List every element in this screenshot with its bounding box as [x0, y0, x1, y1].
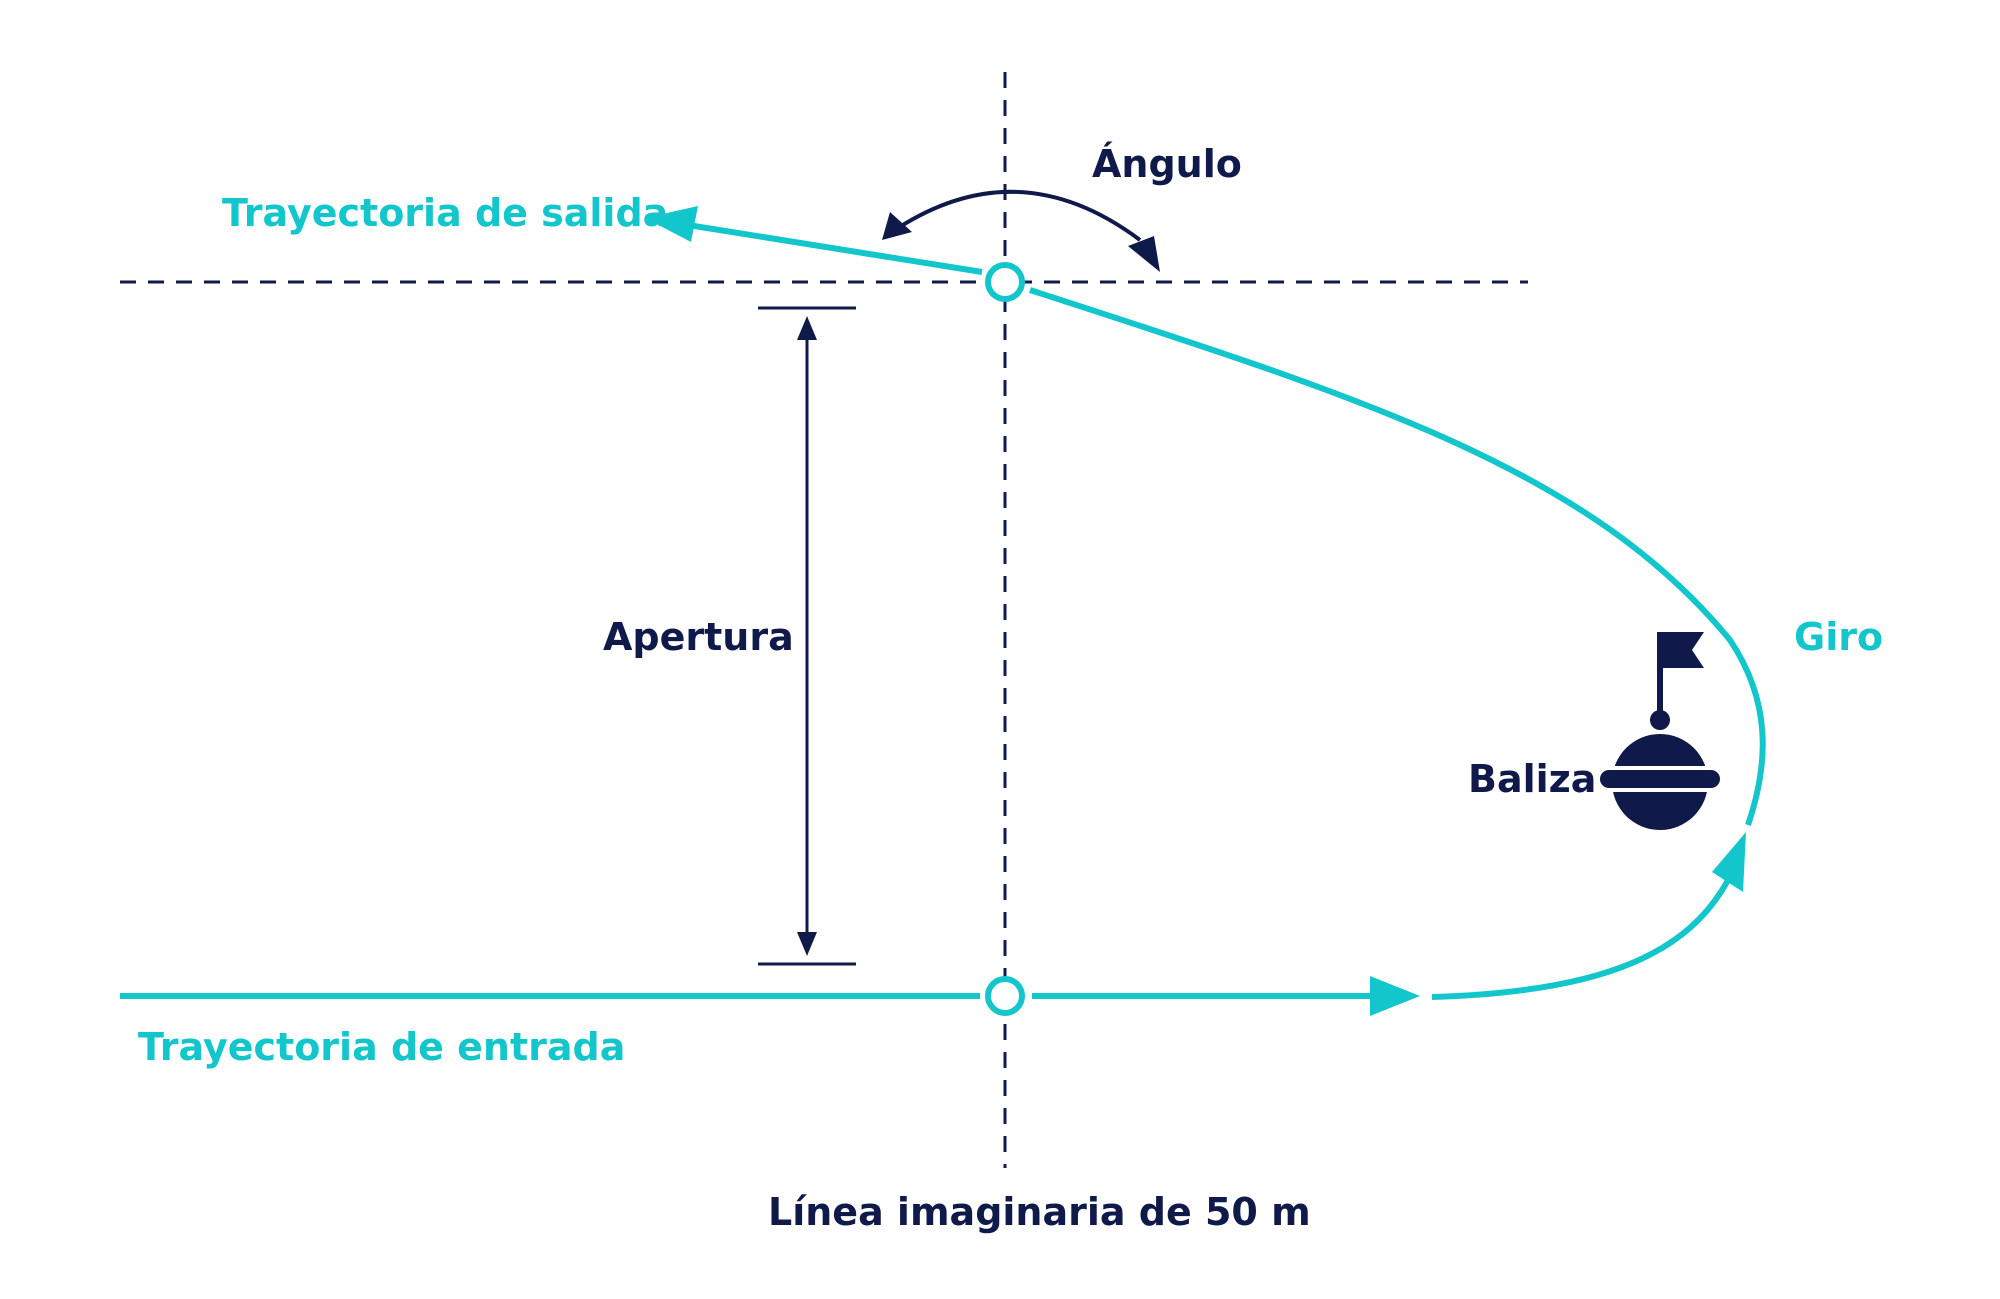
angle-arrowhead-right [1128, 236, 1160, 272]
exit-path-line [687, 222, 983, 275]
turn-label: Giro [1794, 615, 1884, 659]
exit-crossing-marker [985, 262, 1025, 302]
opening-arrowhead-top [797, 316, 817, 340]
turn-path [1029, 287, 1766, 826]
angle-label: Ángulo [1092, 142, 1242, 186]
angle-arc [896, 189, 1142, 242]
imaginary-line-label: Línea imaginaria de 50 m [768, 1190, 1311, 1234]
entry-path-label: Trayectoria de entrada [138, 1025, 626, 1069]
approach-arrowhead [1712, 832, 1746, 892]
exit-path-arrowhead [645, 206, 698, 242]
buoy-label: Baliza [1468, 757, 1597, 801]
approach-curve [1431, 878, 1731, 1000]
exit-path-label: Trayectoria de salida [222, 191, 669, 235]
entry-path-arrowhead [1370, 976, 1420, 1016]
buoy-with-flag-icon [1600, 632, 1720, 830]
opening-arrowhead-bottom [797, 932, 817, 956]
angle-arrowhead-left [882, 212, 912, 240]
entry-crossing-marker [985, 976, 1025, 1016]
opening-label: Apertura [603, 615, 794, 659]
